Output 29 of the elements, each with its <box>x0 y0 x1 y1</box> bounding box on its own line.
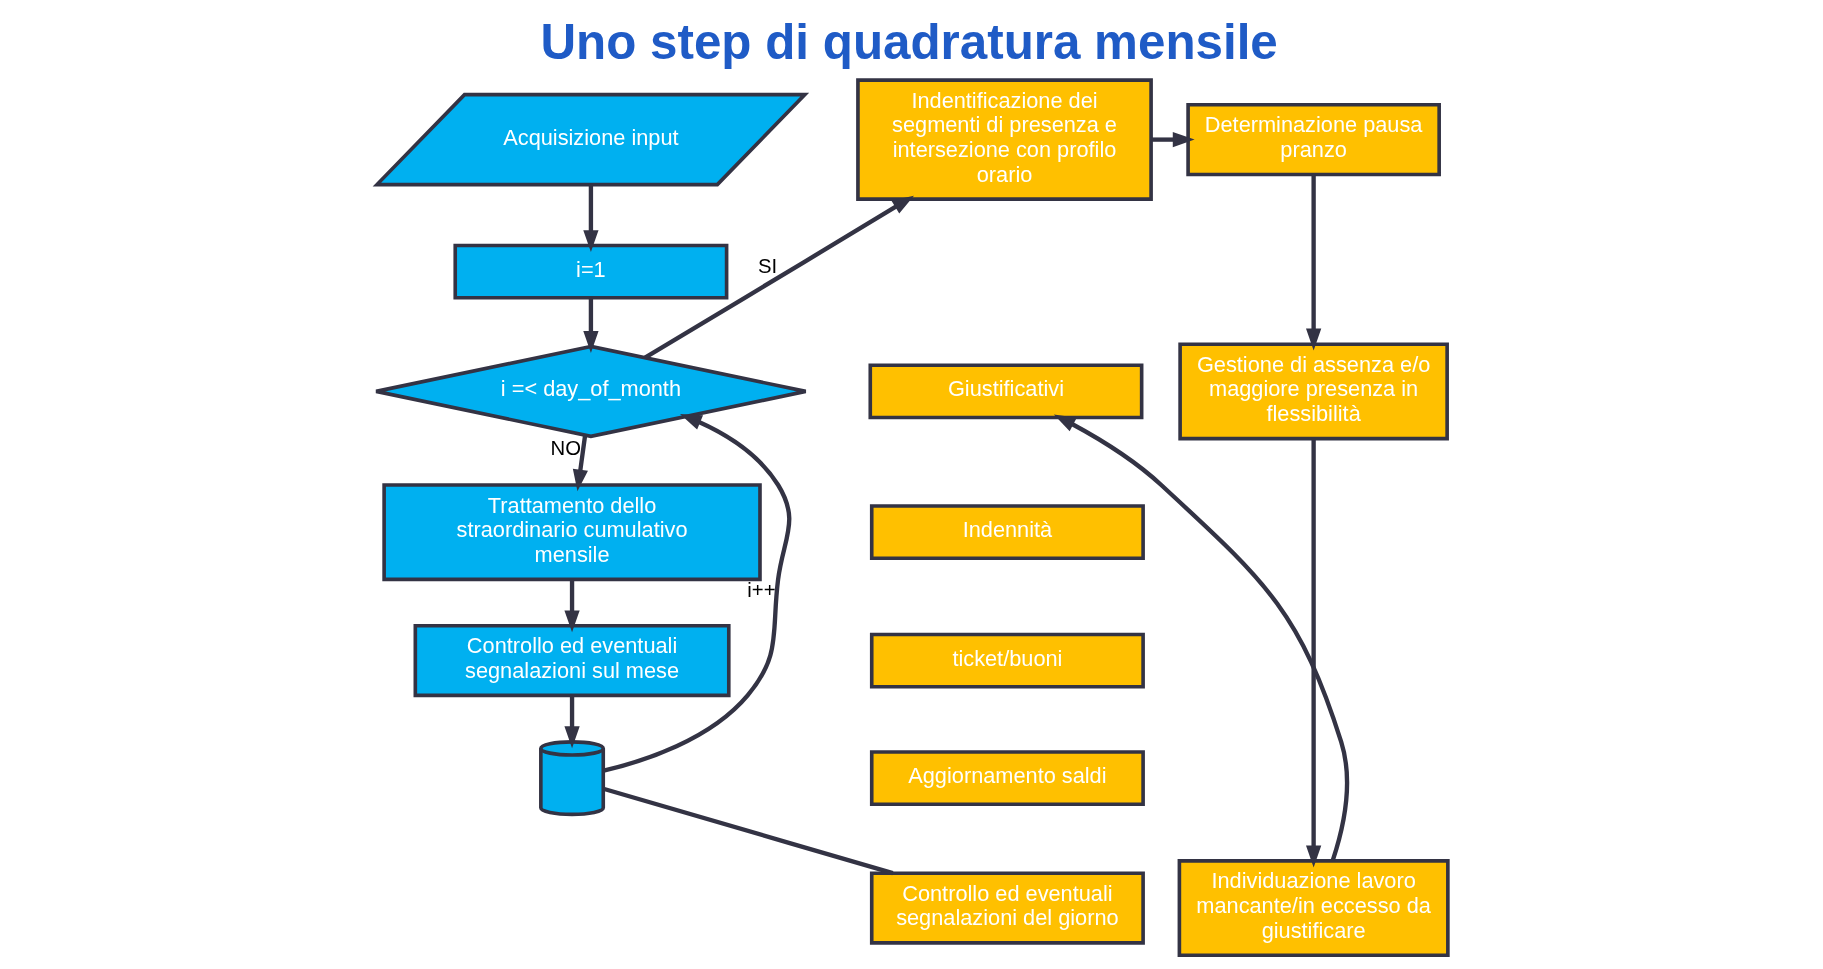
node-box: Indennità <box>869 503 1145 560</box>
node-diamond: i =< day_of_month <box>373 344 807 438</box>
edge-label: NO <box>550 436 581 459</box>
node-box: Controllo ed eventuali segnalazioni sul mese <box>413 623 731 697</box>
arrow <box>602 413 791 773</box>
diagram-title: Uno step di quadratura mensile <box>539 13 1278 69</box>
node-box: Individuazione lavoro mancante/in eccesso da giustificare <box>1177 858 1450 957</box>
node-box: Determinazione pausa pranzo <box>1185 102 1441 176</box>
arrow <box>582 184 599 252</box>
connector <box>602 786 893 875</box>
node-box: Indentificazione dei segmenti di presenza e intersezione con profilo orario <box>855 77 1153 201</box>
arrow <box>643 195 914 359</box>
node-box: ticket/buoni <box>869 632 1145 689</box>
arrow <box>582 297 599 353</box>
node-box: Giustificativi <box>867 362 1143 419</box>
arrow <box>563 695 580 748</box>
node-box: Gestione di assenza e/o maggiore presenza in flessibilità <box>1177 341 1449 440</box>
edge-label: SI <box>757 254 777 277</box>
node-box: Trattamento dello straordinario cumulativo mensile <box>381 482 762 581</box>
arrow <box>1053 413 1349 861</box>
edge-label: i++ <box>746 578 776 601</box>
node-box: Aggiornamento saldi <box>869 749 1145 806</box>
node-box: Controllo ed eventuali segnalazioni del giorno <box>869 870 1145 945</box>
node-box: i=1 <box>452 243 728 300</box>
arrow <box>563 579 580 632</box>
arrow <box>1305 438 1321 867</box>
arrow <box>1150 131 1195 147</box>
arrow <box>1305 174 1321 350</box>
arrow <box>572 434 588 491</box>
